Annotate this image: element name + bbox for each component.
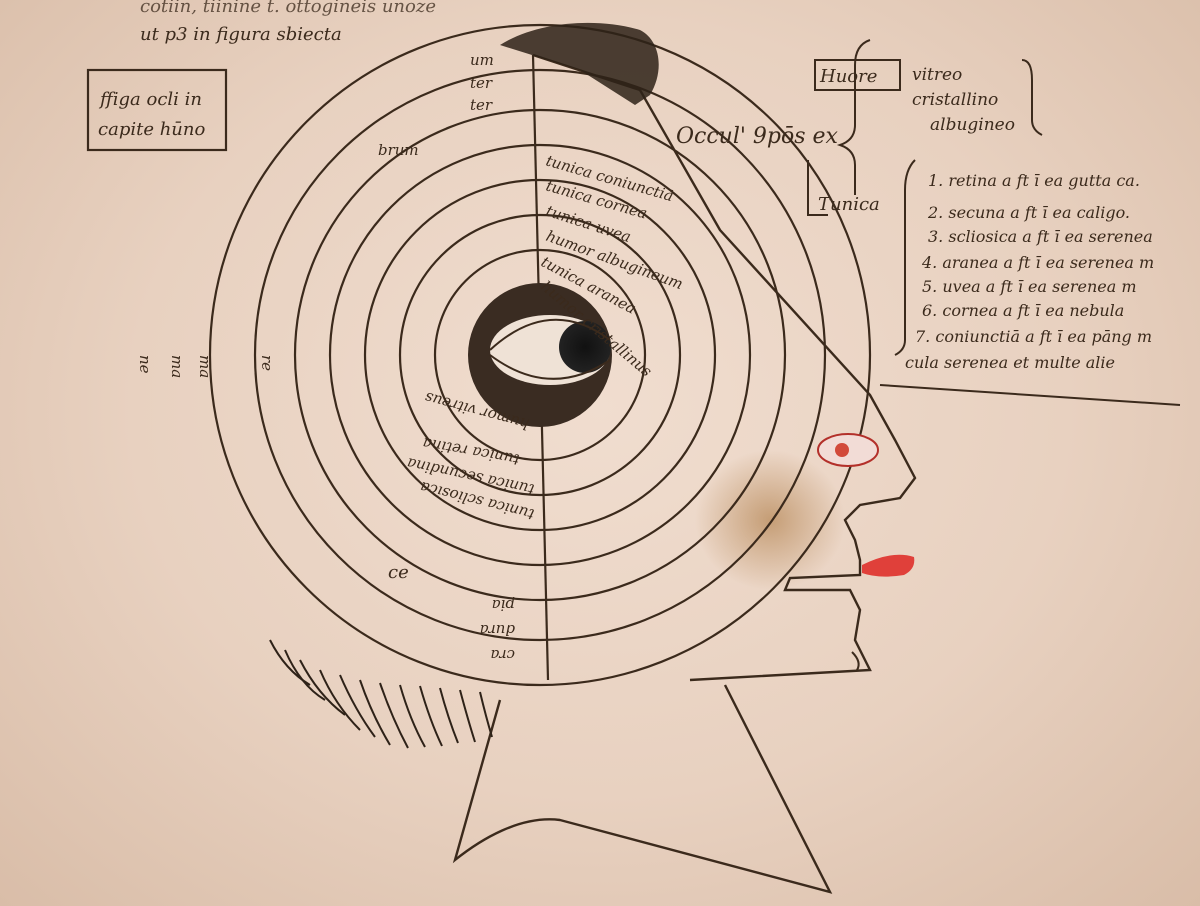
scalp-label: brum bbox=[378, 141, 419, 159]
left-label: re bbox=[258, 355, 276, 371]
tunica-item: 3. scliosica a ft ī ea serenea bbox=[928, 227, 1153, 246]
scalp-label: ter bbox=[470, 96, 493, 114]
header-line2: ut p3 in figura sbiecta bbox=[140, 24, 342, 45]
neck-label: dura bbox=[480, 621, 515, 639]
tunica-item: 7. coniunctiā a ft ī ea pāng m bbox=[915, 327, 1152, 346]
tunica-item: 4. aranea a ft ī ea serenea m bbox=[921, 253, 1154, 272]
title-main: Occul' 9pōs ex bbox=[676, 124, 839, 149]
left-label: ma bbox=[196, 355, 214, 378]
lips bbox=[862, 554, 915, 577]
curl-label: ce bbox=[388, 562, 409, 583]
tunica-item: 2. secuna a ft ī ea caligo. bbox=[927, 203, 1130, 222]
left-label: ma bbox=[168, 355, 186, 378]
scalp-label: ter bbox=[470, 74, 493, 92]
concentric-layers bbox=[208, 23, 872, 687]
hair-top bbox=[500, 22, 659, 105]
scalp-label: um bbox=[470, 51, 494, 69]
neck-label: cra bbox=[490, 646, 515, 664]
header-line1: cotiin, tiinine t. ottogineis unoze bbox=[140, 0, 436, 17]
humores-item: vitreo bbox=[912, 65, 962, 85]
face-profile bbox=[532, 53, 917, 682]
caption-box bbox=[86, 68, 228, 152]
cheek-stain bbox=[695, 450, 845, 590]
neck bbox=[452, 684, 833, 894]
left-label: ne bbox=[136, 355, 154, 374]
humores-item: albugineo bbox=[930, 115, 1015, 135]
tunica-item: 6. cornea a ft ī ea nebula bbox=[922, 301, 1124, 320]
neck-label: pia bbox=[492, 596, 515, 614]
tunica-list: 1. retina a ft ī ea gutta ca. 2. secuna … bbox=[905, 171, 1154, 372]
caption-line1: ffiga ocli in bbox=[98, 89, 202, 110]
tunica-item: 5. uvea a ft ī ea serenea m bbox=[922, 277, 1137, 296]
caption-line2: capite hūno bbox=[98, 119, 205, 140]
hair-back bbox=[269, 639, 493, 749]
tunica-item: 1. retina a ft ī ea gutta ca. bbox=[928, 171, 1140, 190]
tunica-item: cula serenea et multe alie bbox=[905, 353, 1115, 372]
tunica-label: Tunica bbox=[818, 194, 880, 215]
humores-item: cristallino bbox=[912, 90, 998, 110]
pupil bbox=[559, 321, 611, 373]
humores-label: Huore bbox=[819, 66, 877, 87]
